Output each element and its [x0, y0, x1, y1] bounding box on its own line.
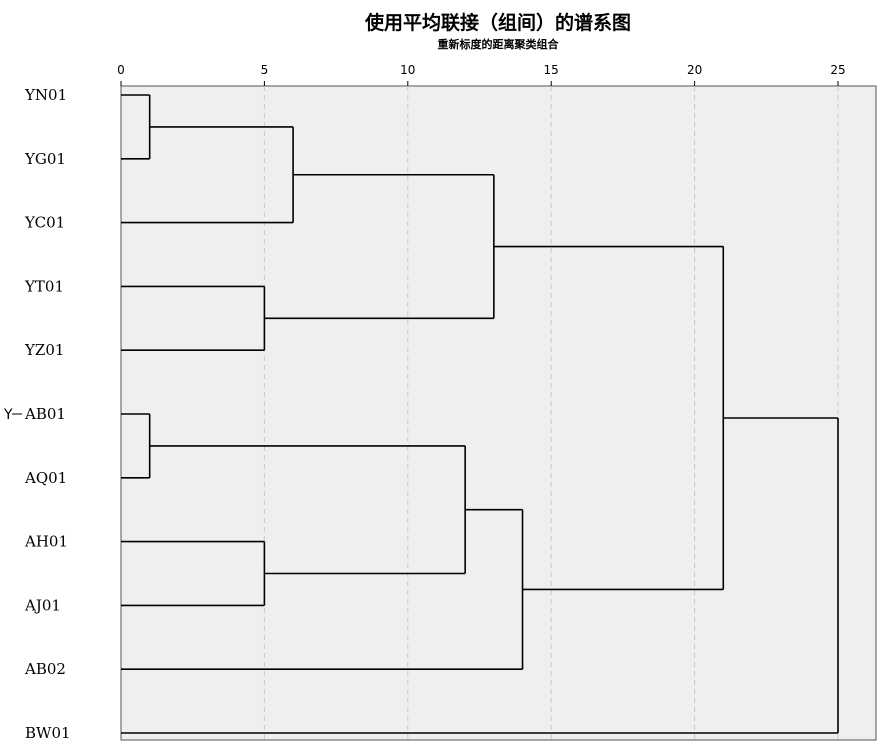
chart-subtitle: 重新标度的距离聚类组合: [437, 38, 559, 51]
leaf-label-aj01: AJ01: [24, 596, 61, 614]
leaf-label-ah01: AH01: [24, 533, 68, 551]
leaf-label-ab01: AB01: [24, 405, 66, 423]
tick-label-0: 0: [117, 63, 125, 77]
leaf-label-aq01: AQ01: [24, 469, 67, 487]
tick-label-15: 15: [544, 63, 559, 77]
leaf-marker: Y: [3, 407, 13, 423]
leaf-label-yc01: YC01: [24, 214, 65, 232]
tick-label-5: 5: [261, 63, 269, 77]
plot-area: [120, 85, 877, 741]
leaf-label-ab02: AB02: [24, 660, 66, 678]
leaf-label-yn01: YN01: [24, 86, 67, 104]
leaf-label-yz01: YZ01: [24, 341, 64, 359]
chart-title: 使用平均联接（组间）的谱系图: [364, 12, 631, 34]
tick-label-25: 25: [830, 63, 845, 77]
tick-label-10: 10: [400, 63, 415, 77]
leaf-label-yg01: YG01: [24, 150, 66, 168]
leaf-label-bw01: BW01: [25, 724, 71, 742]
leaf-label-yt01: YT01: [24, 277, 64, 295]
tick-label-20: 20: [687, 63, 702, 77]
